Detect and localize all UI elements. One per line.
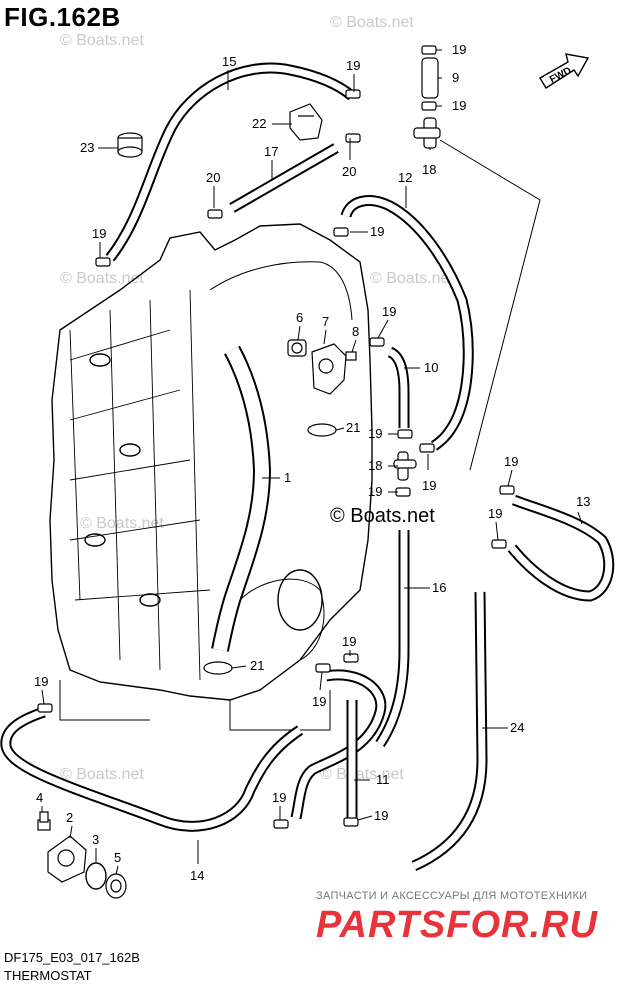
callout-labels: 15 19 19 9 19 22 23 18 17 20 20 12 19 19… [34, 42, 590, 883]
callout-19: 19 [346, 58, 360, 73]
watermark: © Boats.net [60, 32, 144, 49]
callout-4: 4 [36, 790, 43, 805]
callout-18: 18 [422, 162, 436, 177]
callout-19: 19 [382, 304, 396, 319]
watermark-main: © Boats.net [330, 505, 435, 527]
callout-20: 20 [342, 164, 356, 179]
hose-13 [507, 494, 615, 602]
callout-13: 13 [576, 494, 590, 509]
callout-15: 15 [222, 54, 236, 69]
callout-19: 19 [504, 454, 518, 469]
callout-21: 21 [250, 658, 264, 673]
thermostat-6 [287, 339, 307, 357]
figure-code: DF175_E03_017_162B [4, 950, 140, 965]
callout-19: 19 [368, 484, 382, 499]
callout-11: 11 [376, 772, 390, 787]
hose-11 [290, 669, 387, 820]
hose-12 [340, 195, 474, 451]
callout-16: 16 [432, 580, 446, 595]
callout-19: 19 [34, 674, 48, 689]
callout-8: 8 [352, 324, 359, 339]
o-ring-3 [85, 862, 107, 890]
leader-lines [41, 49, 583, 875]
figure-title: FIG.162B [4, 2, 121, 32]
hose-24 [411, 591, 488, 872]
brand-subtitle: ЗАПЧАСТИ И АКСЕССУАРЫ ДЛЯ МОТОТЕХНИКИ [316, 890, 588, 902]
callout-3: 3 [92, 832, 99, 847]
callout-19: 19 [370, 224, 384, 239]
callout-1: 1 [284, 470, 291, 485]
fwd-label: FWD [548, 65, 573, 85]
watermark: © Boats.net [320, 766, 404, 783]
brand-logo: PARTSFOR.RU [316, 904, 598, 946]
hose-17 [229, 143, 339, 213]
callout-21: 21 [346, 420, 360, 435]
callout-24: 24 [510, 720, 524, 735]
callout-19: 19 [374, 808, 388, 823]
watermark: © Boats.net [370, 270, 454, 287]
watermark: © Boats.net [330, 14, 414, 31]
cover-2 [47, 835, 87, 883]
figure-name: THERMOSTAT [4, 968, 92, 983]
tee-18 [413, 117, 441, 149]
hose-1 [211, 345, 272, 652]
callout-19: 19 [368, 426, 382, 441]
thermostat-cover-7 [311, 343, 347, 395]
callout-7: 7 [322, 314, 329, 329]
hose-16 [375, 530, 410, 748]
callout-19: 19 [342, 634, 356, 649]
engine-block [49, 223, 373, 731]
fwd-arrow-icon: FWD [539, 53, 590, 89]
callout-19: 19 [272, 790, 286, 805]
watermark: © Boats.net [60, 766, 144, 783]
callout-23: 23 [80, 140, 94, 155]
callout-19: 19 [92, 226, 106, 241]
clamp-icons [37, 45, 515, 829]
hose-9 [421, 57, 439, 99]
callout-17: 17 [264, 144, 278, 159]
callout-10: 10 [424, 360, 438, 375]
callout-2: 2 [66, 810, 73, 825]
bolt-8 [345, 351, 357, 361]
callout-5: 5 [114, 850, 121, 865]
callout-12: 12 [398, 170, 412, 185]
hose-14 [0, 706, 304, 832]
bolt-4 [37, 811, 51, 831]
callout-19: 19 [452, 42, 466, 57]
hose-10 [387, 346, 410, 428]
plug-5 [105, 873, 127, 899]
callout-19: 19 [452, 98, 466, 113]
grommet-23 [117, 132, 143, 158]
watermark: © Boats.net [60, 270, 144, 287]
callout-19: 19 [312, 694, 326, 709]
callout-6: 6 [296, 310, 303, 325]
callout-18: 18 [368, 458, 382, 473]
clip-22 [289, 103, 323, 141]
watermark: © Boats.net [80, 515, 164, 532]
callout-9: 9 [452, 70, 459, 85]
callout-20: 20 [206, 170, 220, 185]
callout-14: 14 [190, 868, 204, 883]
tee-18-lower [393, 451, 417, 481]
callout-22: 22 [252, 116, 266, 131]
callout-19: 19 [422, 478, 436, 493]
hose-15 [105, 62, 356, 262]
callout-19: 19 [488, 506, 502, 521]
